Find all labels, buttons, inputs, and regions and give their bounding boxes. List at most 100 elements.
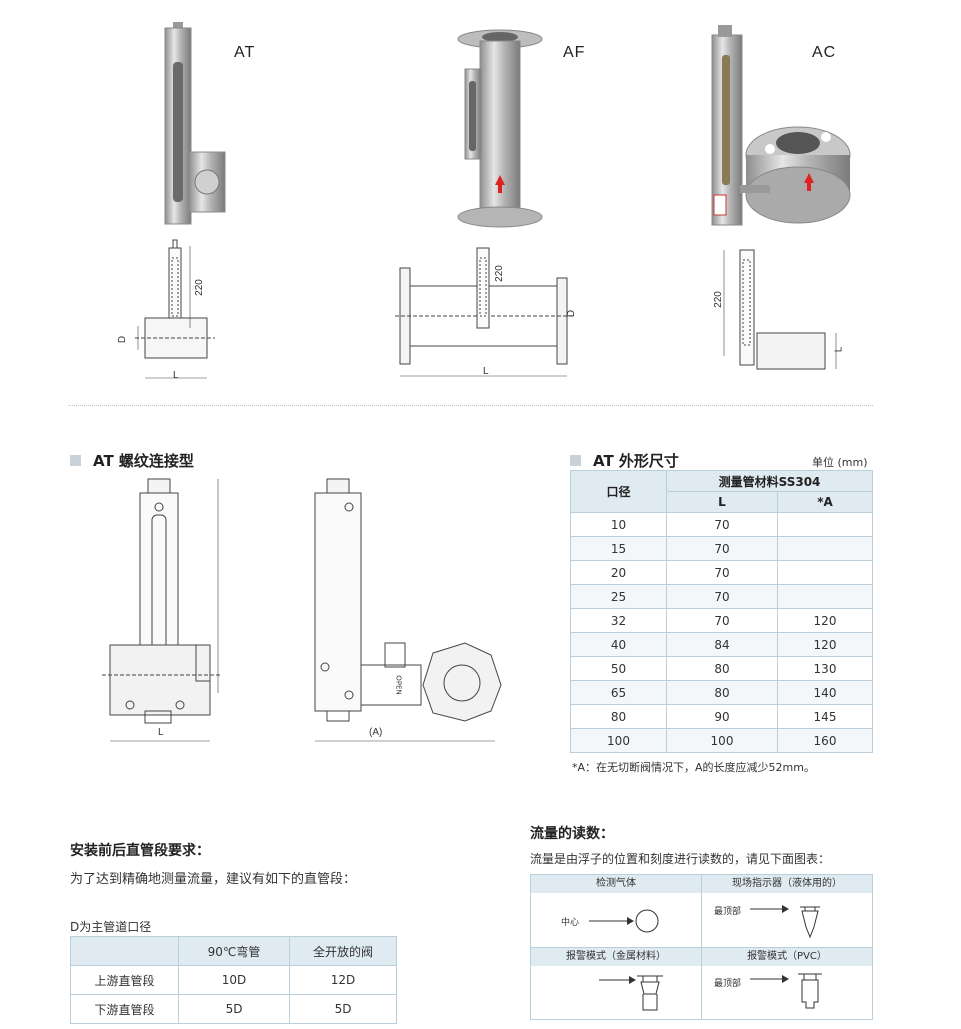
dim-l-label: L	[173, 370, 179, 381]
bore-cell: 40	[570, 632, 667, 657]
dim-l-label: L	[158, 727, 164, 738]
cell-header: 现场指示器（液体用的）	[702, 875, 872, 893]
l-cell: 70	[666, 584, 778, 609]
cell-label: 最顶部	[714, 979, 742, 989]
dim-height-label: 220	[493, 265, 505, 282]
dims-table-note: *A：在无切断阀情况下，A的长度应减少52mm。	[572, 761, 815, 774]
a-cell: 140	[777, 680, 873, 705]
install-caption: D为主管道口径	[70, 920, 152, 934]
cell-label: 最顶部	[714, 907, 742, 917]
float-top-icon	[750, 905, 820, 939]
install-title: 安装前后直管段要求：	[70, 843, 210, 859]
install-header-valve: 全开放的阀	[289, 936, 397, 966]
reading-chart: 检测气体 中心 现场指示器（液体用的） 最顶部 报警模式（金属材料） 报警模式（…	[530, 874, 873, 1020]
float-alarm-metal-icon	[599, 975, 663, 1011]
bore-cell: 50	[570, 656, 667, 681]
row-label: 下游直管段	[70, 994, 179, 1024]
header-l: L	[666, 491, 778, 513]
a-cell: 130	[777, 656, 873, 681]
l-cell: 70	[666, 512, 778, 537]
install-text: 为了达到精确地测量流量，建议有如下的直管段：	[70, 872, 357, 887]
model-label-at: AT	[234, 44, 256, 61]
install-header-blank	[70, 936, 179, 966]
table-row: 上游直管段 10D 12D	[70, 965, 397, 995]
cell-header: 检测气体	[531, 875, 701, 893]
reading-cell-indicator: 现场指示器（液体用的） 最顶部	[702, 875, 872, 948]
dim-d-label: D	[117, 335, 129, 344]
header-a: *A	[777, 491, 873, 513]
table-row: 下游直管段 5D 5D	[70, 994, 397, 1024]
row-value: 12D	[289, 965, 397, 995]
dim-height-label: 220	[712, 291, 724, 308]
l-cell: 70	[666, 560, 778, 585]
row-value: 5D	[178, 994, 290, 1024]
dim-l-label: L	[483, 366, 489, 377]
reading-text: 流量是由浮子的位置和刻度进行读数的，请见下面图表：	[530, 852, 831, 866]
bore-cell: 32	[570, 608, 667, 633]
dim-d-label: D	[566, 309, 578, 318]
float-alarm-pvc-icon	[750, 973, 822, 1009]
at-front-drawing: L	[100, 475, 235, 750]
install-header-elbow: 90℃弯管	[178, 936, 290, 966]
row-value: 10D	[178, 965, 290, 995]
bore-cell: 20	[570, 560, 667, 585]
a-cell	[777, 536, 873, 561]
ac-product-photo	[706, 25, 851, 235]
bore-cell: 25	[570, 584, 667, 609]
dims-table-title-text: AT 外形尺寸	[593, 452, 679, 470]
reading-cell-alarm-pvc: 报警模式（PVC） 最顶部	[702, 948, 872, 1019]
row-label: 上游直管段	[70, 965, 179, 995]
cell-header: 报警模式（金属材料）	[531, 948, 701, 966]
cell-header: 报警模式（PVC）	[702, 948, 872, 966]
a-cell	[777, 512, 873, 537]
l-cell: 70	[666, 536, 778, 561]
header-bore: 口径	[570, 470, 667, 513]
section-divider	[68, 405, 873, 406]
reading-cell-gas: 检测气体 中心	[531, 875, 702, 948]
a-cell: 160	[777, 728, 873, 753]
at-section-title: AT 螺纹连接型	[70, 450, 194, 471]
unit-label: 单位 (mm)	[812, 456, 868, 469]
bore-cell: 100	[570, 728, 667, 753]
reading-title: 流量的读数：	[530, 826, 614, 842]
dim-a-label: (A)	[369, 727, 383, 738]
dim-l-label: L	[833, 346, 845, 353]
at-outline-drawing: 220 D L	[115, 238, 220, 388]
af-outline-drawing: 220 D L	[395, 238, 580, 388]
dims-table-title: AT 外形尺寸	[570, 450, 679, 471]
at-section-title-text: AT 螺纹连接型	[93, 452, 194, 470]
l-cell: 80	[666, 680, 778, 705]
model-label-af: AF	[563, 44, 586, 61]
install-table: 90℃弯管 全开放的阀 上游直管段 10D 12D 下游直管段 5D 5D	[70, 936, 397, 1024]
float-center-icon	[589, 909, 659, 933]
l-cell: 84	[666, 632, 778, 657]
bore-cell: 65	[570, 680, 667, 705]
header-material: 测量管材料SS304	[666, 470, 873, 492]
row-value: 5D	[289, 994, 397, 1024]
at-product-photo	[145, 22, 235, 232]
l-cell: 90	[666, 704, 778, 729]
at-side-drawing: OPEN (A)	[305, 475, 505, 750]
model-label-ac: AC	[812, 44, 837, 61]
bore-cell: 10	[570, 512, 667, 537]
cell-label: 中心	[561, 918, 580, 928]
af-product-photo	[455, 25, 545, 235]
l-cell: 100	[666, 728, 778, 753]
ac-outline-drawing: 220 L	[712, 238, 847, 378]
a-cell: 120	[777, 608, 873, 633]
a-cell	[777, 560, 873, 585]
valve-open-text: OPEN	[394, 675, 403, 695]
bore-cell: 80	[570, 704, 667, 729]
l-cell: 70	[666, 608, 778, 633]
